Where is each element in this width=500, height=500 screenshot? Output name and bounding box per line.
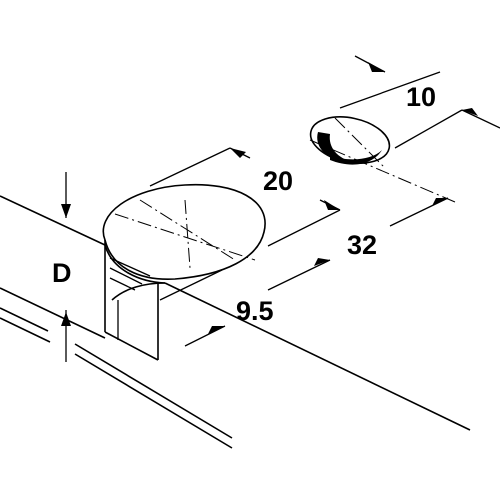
cam-fitting: [102, 183, 266, 361]
dim-label-cam-diameter: 20: [263, 166, 293, 196]
dimension-D: D: [52, 172, 72, 362]
dimension-10: 10: [339, 55, 500, 149]
dim-label-offset: 9.5: [236, 296, 274, 326]
dim-label-centre-distance: 32: [347, 230, 377, 260]
dim-label-hole-diameter: 10: [406, 82, 436, 112]
dim-label-depth: D: [52, 258, 72, 288]
centre-lines: [114, 117, 456, 269]
hole: [309, 116, 391, 165]
dimension-9-5: 9.5: [159, 269, 274, 347]
panel-outline: [0, 195, 471, 449]
dimension-20: 20: [149, 147, 341, 247]
dimension-32: 32: [267, 197, 449, 291]
